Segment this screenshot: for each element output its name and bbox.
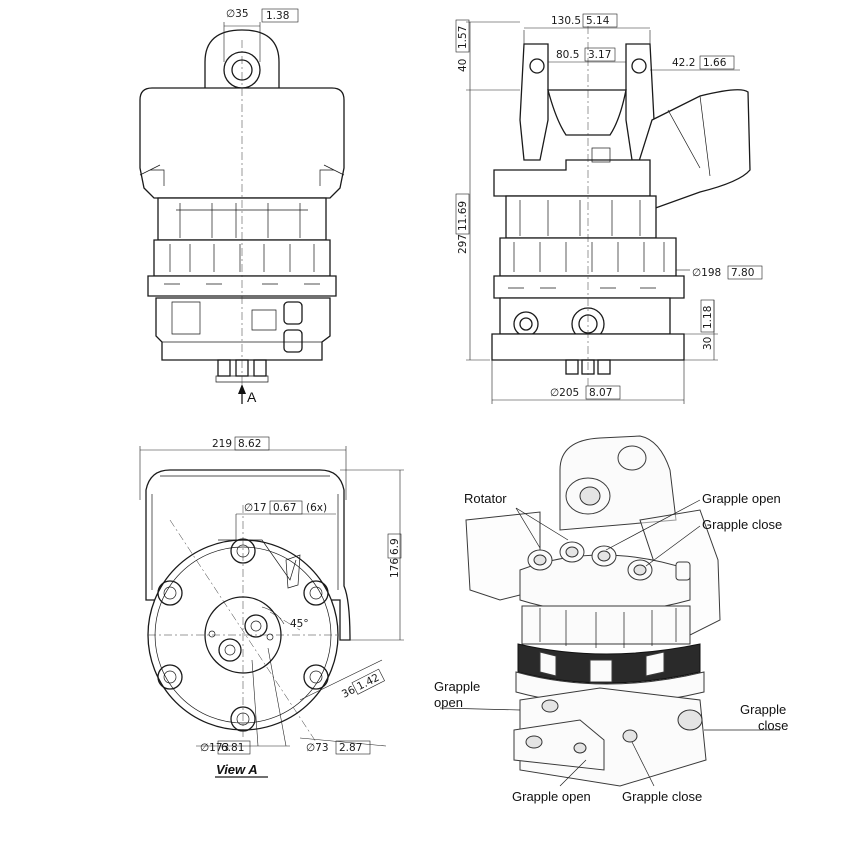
dim-top-pin-dia-in: 1.38 bbox=[266, 10, 289, 22]
view-arrow-label: A bbox=[247, 389, 257, 405]
dim-bolt-circle: ∅173 bbox=[200, 742, 229, 754]
dim-depth-in: 6.9 bbox=[389, 538, 401, 555]
dim-base-height: 30 bbox=[702, 337, 714, 350]
view-a-label: View A bbox=[216, 762, 258, 777]
dim-height-total: 297 bbox=[457, 234, 469, 254]
callout-grapple-open-left-2: open bbox=[434, 695, 463, 710]
dim-base-dia-in: 8.07 bbox=[589, 387, 612, 399]
callout-grapple-open-bottom: Grapple open bbox=[512, 789, 591, 804]
dim-base-height-in: 1.18 bbox=[702, 306, 714, 329]
side-view: 130.5 5.14 80.5 3.17 42.2 1.66 40 1.57 2… bbox=[455, 13, 763, 404]
dim-hole-count: (6x) bbox=[306, 502, 327, 514]
dim-top-pin-dia: ∅35 bbox=[226, 8, 249, 20]
callout-rotator: Rotator bbox=[464, 491, 507, 506]
dim-inner-circle: ∅73 bbox=[306, 742, 329, 754]
svg-text:∅35: ∅35 bbox=[226, 8, 249, 20]
isometric-view: Rotator Grapple open Grapple close Grapp… bbox=[434, 435, 788, 804]
dim-height-top: 40 bbox=[457, 59, 469, 72]
dim-angle: 45° bbox=[290, 618, 309, 630]
dim-body-dia: ∅198 bbox=[692, 267, 721, 279]
dim-hole-dia-in: 0.67 bbox=[273, 502, 296, 514]
dim-height-top-in: 1.57 bbox=[457, 26, 469, 49]
dim-base-dia: ∅205 bbox=[550, 387, 579, 399]
dim-width-top-in: 5.14 bbox=[586, 15, 610, 27]
callout-grapple-close-right-2: close bbox=[758, 718, 788, 733]
dim-bolt-circle-in: 6.81 bbox=[221, 742, 244, 754]
dim-inner-width-in: 3.17 bbox=[588, 49, 611, 61]
dim-inner-width: 80.5 bbox=[556, 49, 579, 61]
dim-width-bottom-in: 8.62 bbox=[238, 438, 261, 450]
dim-offset: 42.2 bbox=[672, 57, 695, 69]
dim-inner-circle-in: 2.87 bbox=[339, 742, 362, 754]
callout-grapple-open-top: Grapple open bbox=[702, 491, 781, 506]
view-a: 45° 219 8.62 ∅17 0.67 (6x) 176 6.9 36 1.… bbox=[139, 436, 404, 778]
dim-port-offset: 36 bbox=[340, 684, 358, 701]
dim-offset-in: 1.66 bbox=[703, 57, 727, 69]
bolt-holes bbox=[157, 538, 329, 732]
dim-depth: 176 bbox=[389, 558, 401, 578]
callout-grapple-close-bottom: Grapple close bbox=[622, 789, 702, 804]
dim-port-offset-in: 1.42 bbox=[355, 672, 381, 693]
dim-width-bottom: 219 bbox=[212, 438, 232, 450]
dim-height-total-in: 11.69 bbox=[457, 201, 469, 231]
callout-grapple-close-right-1: Grapple bbox=[740, 702, 786, 717]
callout-grapple-close-top: Grapple close bbox=[702, 517, 782, 532]
front-view: A ∅35 1.38 bbox=[139, 8, 345, 405]
dim-hole-dia: ∅17 bbox=[244, 502, 267, 514]
dim-body-dia-in: 7.80 bbox=[731, 267, 754, 279]
callout-grapple-open-left-1: Grapple bbox=[434, 679, 480, 694]
dim-width-top: 130.5 bbox=[551, 15, 581, 27]
